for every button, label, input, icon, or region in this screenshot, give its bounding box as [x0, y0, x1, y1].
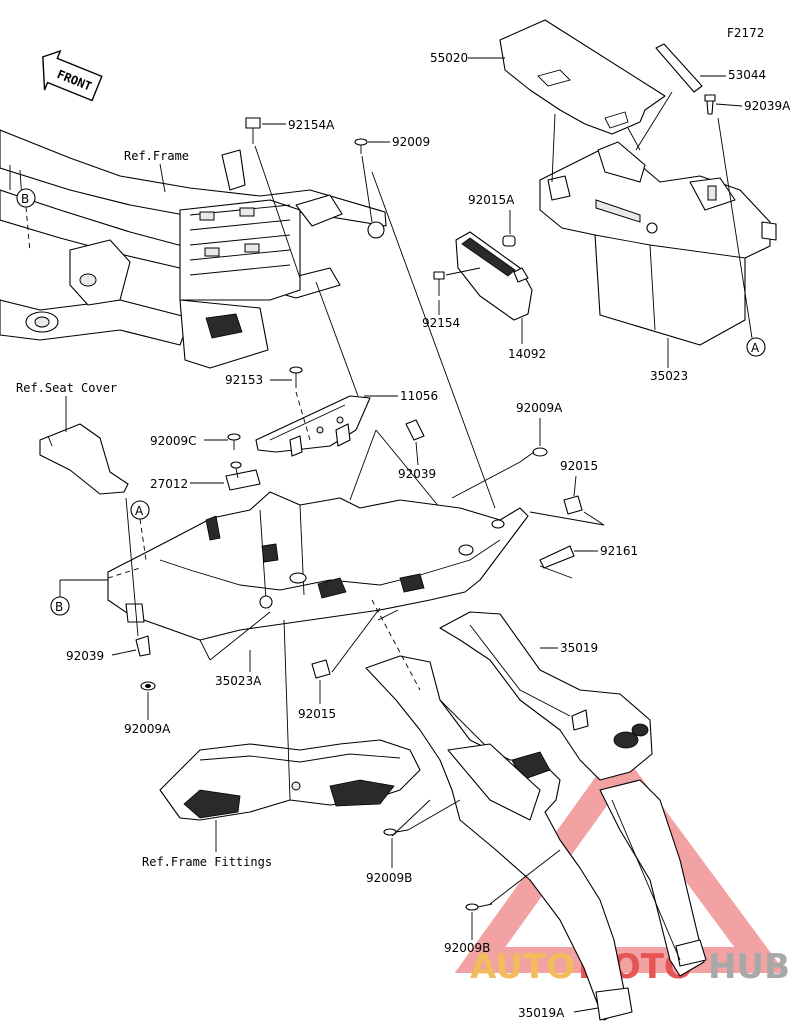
front-arrow-icon: FRONT — [42, 49, 103, 102]
screw-92009A-left — [140, 681, 156, 691]
diagram-code: F2172 — [727, 26, 764, 40]
bushing-92015A — [502, 235, 516, 247]
label-14092: 14092 — [508, 347, 546, 361]
label-92039-left: 92039 — [66, 649, 104, 663]
nut-92015-right — [563, 495, 583, 515]
label-92009A-right: 92009A — [516, 401, 563, 415]
cover-14092 — [455, 231, 533, 321]
label-92015-bottom: 92015 — [298, 707, 336, 721]
callout-a-right — [746, 337, 766, 357]
label-92039A: 92039A — [744, 99, 791, 113]
label-35019: 35019 — [560, 641, 598, 655]
seat-cover-ref — [39, 423, 129, 495]
cover-sheet-55020 — [499, 19, 666, 135]
label-55020: 55020 — [430, 51, 468, 65]
label-92039-mid: 92039 — [398, 467, 436, 481]
bolt-92154 — [433, 271, 445, 296]
callout-a-left-label: A — [135, 504, 144, 518]
ref-frame-fittings-label: Ref.Frame Fittings — [142, 855, 272, 869]
bracket-11056 — [255, 395, 371, 457]
label-92015-right: 92015 — [560, 459, 598, 473]
frame-assembly — [0, 129, 387, 369]
watermark-auto: AUTO — [470, 947, 575, 987]
label-53044: 53044 — [728, 68, 766, 82]
fender-35019A — [365, 655, 707, 1021]
label-92009B-b: 92009B — [444, 941, 490, 955]
screw-92009C — [227, 433, 241, 450]
label-92153: 92153 — [225, 373, 263, 387]
tray-35023 — [539, 141, 777, 346]
clip-92039-left — [135, 635, 151, 657]
rod-53044 — [655, 43, 703, 93]
label-35019A: 35019A — [518, 1006, 565, 1020]
clip-92039A — [704, 94, 716, 115]
fender-35023A — [107, 491, 529, 661]
frame-fittings-ref — [159, 739, 421, 821]
callout-a-right-label: A — [751, 341, 760, 355]
label-92009C: 92009C — [150, 434, 197, 448]
label-11056: 11056 — [400, 389, 438, 403]
bolt-92154A — [245, 117, 261, 144]
label-92161: 92161 — [600, 544, 638, 558]
label-92154A: 92154A — [288, 118, 335, 132]
bolt-92153 — [289, 366, 303, 388]
screw-92009-top — [354, 138, 368, 154]
label-92009-top: 92009 — [392, 135, 430, 149]
label-35023A: 35023A — [215, 674, 262, 688]
screw-92009B-b — [465, 903, 493, 911]
nut-92015-bottom — [311, 659, 331, 679]
label-92009B-a: 92009B — [366, 871, 412, 885]
label-27012: 27012 — [150, 477, 188, 491]
pad-92161 — [539, 545, 575, 569]
bracket-35019 — [439, 611, 653, 781]
ref-frame-label: Ref.Frame — [124, 149, 189, 163]
label-35023: 35023 — [650, 369, 688, 383]
ref-seat-cover-label: Ref.Seat Cover — [16, 381, 117, 395]
label-92009A-left: 92009A — [124, 722, 171, 736]
label-92154: 92154 — [422, 316, 460, 330]
callout-b-left-label: B — [55, 600, 63, 614]
watermark-hub: HUB — [708, 947, 790, 987]
clip-92039-mid — [405, 419, 425, 441]
label-92015A: 92015A — [468, 193, 515, 207]
screw-92009A-right — [519, 447, 548, 463]
part-27012 — [225, 461, 261, 491]
callout-b-top-label: B — [21, 192, 29, 206]
